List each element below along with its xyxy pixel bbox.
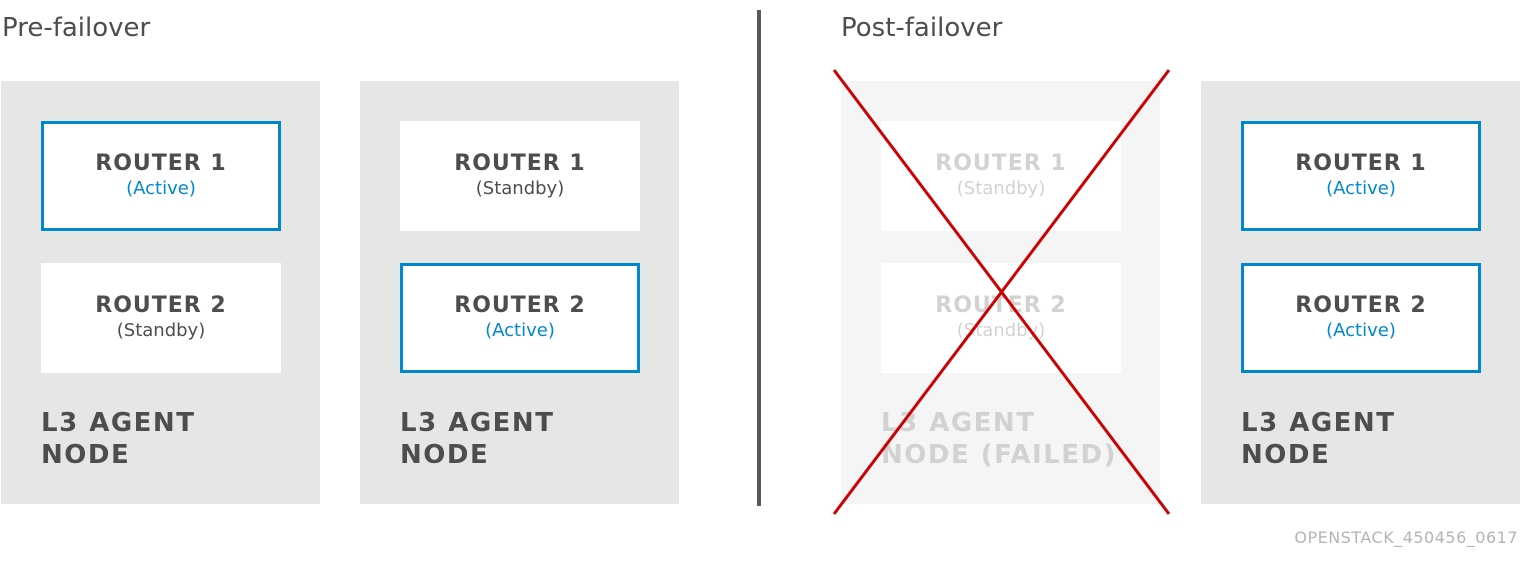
- router-name: ROUTER 2: [95, 293, 227, 318]
- image-id-label: OPENSTACK_450456_0617: [1294, 528, 1518, 547]
- node-label: L3 AGENT NODE (FAILED): [881, 408, 1118, 470]
- router-state: (Standby): [956, 178, 1046, 199]
- router-2-box: ROUTER 2 (Active): [400, 263, 640, 373]
- router-2-box: ROUTER 2 (Standby): [41, 263, 281, 373]
- section-divider: [757, 10, 761, 506]
- router-2-box: ROUTER 2 (Active): [1241, 263, 1481, 373]
- router-1-box: ROUTER 1 (Standby): [881, 121, 1121, 231]
- router-name: ROUTER 2: [935, 293, 1067, 318]
- router-1-box: ROUTER 1 (Standby): [400, 121, 640, 231]
- router-name: ROUTER 1: [935, 151, 1067, 176]
- router-1-box: ROUTER 1 (Active): [41, 121, 281, 231]
- l3-agent-node-post: ROUTER 1 (Active) ROUTER 2 (Active) L3 A…: [1201, 81, 1520, 504]
- node-label: L3 AGENT NODE: [1241, 408, 1396, 470]
- router-name: ROUTER 2: [1295, 293, 1427, 318]
- router-name: ROUTER 1: [454, 151, 586, 176]
- l3-agent-node-pre-1: ROUTER 1 (Active) ROUTER 2 (Standby) L3 …: [1, 81, 320, 504]
- router-state: (Active): [1326, 320, 1396, 341]
- pre-failover-title: Pre-failover: [2, 13, 151, 43]
- router-state: (Active): [1326, 178, 1396, 199]
- l3-agent-node-pre-2: ROUTER 1 (Standby) ROUTER 2 (Active) L3 …: [360, 81, 679, 504]
- post-failover-title: Post-failover: [841, 13, 1003, 43]
- router-state: (Standby): [475, 178, 565, 199]
- router-state: (Standby): [116, 320, 206, 341]
- l3-agent-node-failed: ROUTER 1 (Standby) ROUTER 2 (Standby) L3…: [841, 81, 1160, 504]
- router-state: (Active): [126, 178, 196, 199]
- node-label: L3 AGENT NODE: [41, 408, 196, 470]
- router-name: ROUTER 1: [1295, 151, 1427, 176]
- router-state: (Active): [485, 320, 555, 341]
- router-state: (Standby): [956, 320, 1046, 341]
- router-2-box: ROUTER 2 (Standby): [881, 263, 1121, 373]
- router-name: ROUTER 2: [454, 293, 586, 318]
- router-1-box: ROUTER 1 (Active): [1241, 121, 1481, 231]
- router-name: ROUTER 1: [95, 151, 227, 176]
- node-label: L3 AGENT NODE: [400, 408, 555, 470]
